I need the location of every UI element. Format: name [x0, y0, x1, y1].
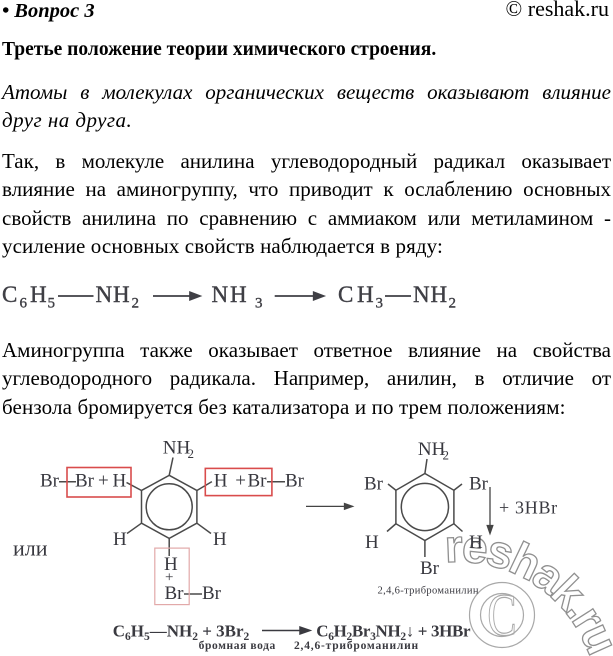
svg-text:N: N [96, 282, 113, 307]
svg-text:H: H [164, 554, 178, 575]
svg-text:Br: Br [40, 470, 60, 491]
svg-text:6: 6 [20, 296, 28, 312]
svg-text:+: + [235, 470, 246, 491]
svg-text:H: H [469, 532, 483, 553]
svg-text:H: H [365, 532, 379, 553]
svg-text:N: N [413, 282, 430, 307]
svg-text:3: 3 [255, 296, 263, 312]
svg-text:3: 3 [376, 296, 384, 312]
svg-text:Br: Br [420, 558, 440, 579]
svg-text:H: H [113, 282, 130, 307]
svg-text:или: или [13, 536, 48, 561]
svg-text:C: C [338, 282, 353, 307]
svg-text:H: H [431, 282, 448, 307]
svg-text:H: H [214, 470, 228, 491]
svg-text:C: C [2, 282, 17, 307]
svg-text:2: 2 [188, 446, 195, 461]
svg-text:Br: Br [165, 583, 185, 604]
svg-text:C6H2Br3NH2↓ + 3HBr: C6H2Br3NH2↓ + 3HBr [316, 622, 471, 644]
svg-text:Br: Br [248, 470, 268, 491]
svg-text:2,4,6-триброманилин: 2,4,6-триброманилин [378, 586, 479, 597]
svg-text:бромная вода: бромная вода [199, 640, 276, 652]
svg-text:H: H [30, 282, 47, 307]
svg-text:H: H [113, 529, 127, 550]
svg-text:Br: Br [285, 470, 305, 491]
svg-text:Br: Br [202, 583, 222, 604]
svg-text:2: 2 [132, 296, 140, 312]
svg-text:H: H [357, 282, 374, 307]
svg-text:C: C [487, 582, 516, 648]
svg-text:H: H [113, 470, 127, 491]
svg-text:2: 2 [443, 448, 450, 463]
svg-text:+: + [98, 470, 109, 491]
svg-text:2,4,6-триброманилин: 2,4,6-триброманилин [294, 640, 419, 652]
svg-text:N: N [212, 282, 229, 307]
svg-text:5: 5 [48, 296, 56, 312]
svg-text:Br: Br [364, 474, 384, 495]
svg-text:Br: Br [469, 474, 489, 495]
svg-text:NH: NH [163, 438, 191, 459]
svg-text:2: 2 [449, 296, 457, 312]
svg-text:+: + [165, 570, 173, 586]
svg-text:H: H [230, 282, 247, 307]
svg-text:+ 3HBr: + 3HBr [499, 498, 558, 518]
svg-text:NH: NH [418, 439, 446, 460]
svg-text:H: H [213, 529, 227, 550]
svg-text:Br: Br [75, 470, 95, 491]
